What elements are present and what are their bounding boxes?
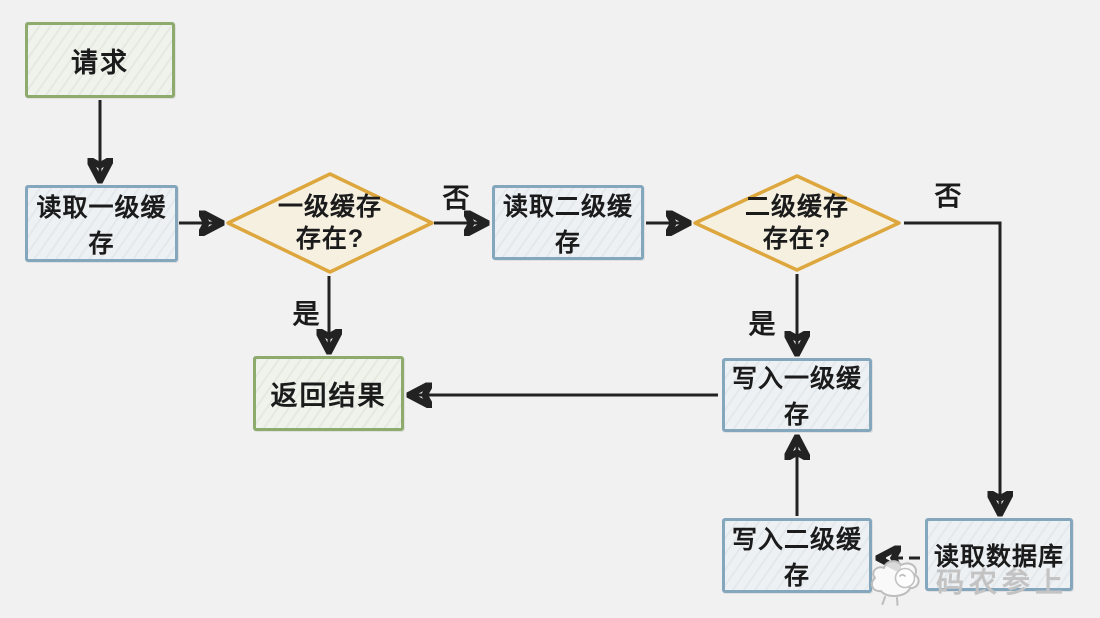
- node-read-l2-cache: 读取二级缓存: [492, 185, 644, 260]
- node-write-l2-cache: 写入二级缓存: [722, 518, 872, 593]
- decision-l2-cache-exists: 二级缓存 存在?: [691, 172, 903, 274]
- node-read-l1-cache-label: 读取一级缓存: [36, 193, 167, 258]
- watermark: 码农参上: [866, 548, 1086, 612]
- node-write-l2-cache-label: 写入二级缓存: [731, 525, 862, 590]
- node-request-label: 请求: [71, 47, 129, 78]
- edge-label-l2-yes: 是: [748, 309, 776, 340]
- decision-l1-cache-exists: 一级缓存 存在?: [224, 170, 436, 276]
- node-read-database-label: 读取数据库: [933, 542, 1064, 571]
- node-read-l1-cache: 读取一级缓存: [25, 185, 178, 262]
- decision-l2-cache-exists-label: 二级缓存 存在?: [744, 192, 849, 254]
- sheep-doodle-icon: [870, 560, 920, 606]
- edge-label-l1-yes: 是: [292, 299, 320, 330]
- decision-l1-cache-exists-label: 一级缓存 存在?: [277, 192, 382, 254]
- edge-label-l1-no: 否: [442, 183, 470, 214]
- watermark-text: 码农参上: [936, 567, 1069, 598]
- node-write-l1-cache-label: 写入一级缓存: [731, 365, 862, 429]
- node-return-result-label: 返回结果: [270, 381, 387, 411]
- node-read-l2-cache-label: 读取二级缓存: [502, 192, 633, 257]
- node-request: 请求: [25, 22, 175, 98]
- node-read-database: 读取数据库: [925, 518, 1073, 591]
- node-return-result: 返回结果: [253, 356, 404, 431]
- diamond-shape: [226, 172, 434, 274]
- node-write-l1-cache: 写入一级缓存: [722, 358, 872, 432]
- edge-l2-no-to-read-database: [904, 221, 1000, 511]
- edge-label-l2-no: 否: [934, 181, 962, 212]
- diamond-shape: [693, 174, 901, 272]
